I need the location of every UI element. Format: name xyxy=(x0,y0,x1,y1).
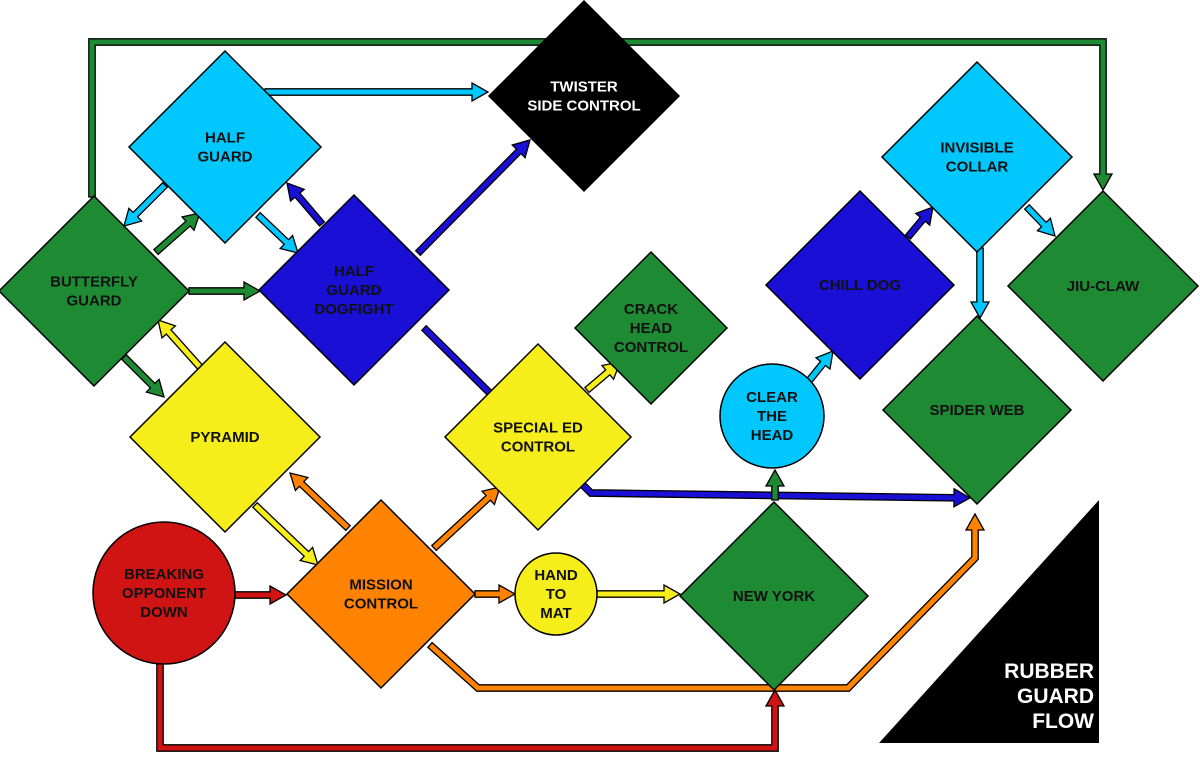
title-line: FLOW xyxy=(1032,710,1094,733)
node-label-line: INVISIBLE xyxy=(940,140,1013,157)
node-label-line: TO xyxy=(546,586,567,603)
node-hand-to-mat: HAND TO MAT xyxy=(514,552,598,636)
arrow-half-guard-dogfight-to-twister-side-control xyxy=(414,139,531,257)
node-label-line: HEAD xyxy=(751,427,794,444)
node-label-line: CONTROL xyxy=(344,596,418,613)
node-jiu-claw: JIU-CLAW xyxy=(1006,189,1200,383)
node-label-line: CLEAR xyxy=(746,389,798,406)
node-label-line: DOWN xyxy=(140,604,188,621)
node-breaking-opponent-down: BREAKING OPPONENT DOWN xyxy=(92,521,236,665)
arrow-pyramid-to-butterfly-guard xyxy=(157,319,204,371)
arrow-clear-the-head-to-chill-dog xyxy=(804,349,834,385)
node-half-guard: HALF GUARD xyxy=(127,49,323,245)
node-label-line: DOGFIGHT xyxy=(314,301,393,318)
arrow-invisible-collar-to-jiu-claw xyxy=(1023,203,1056,237)
node-spider-web: SPIDER WEB xyxy=(881,314,1073,506)
arrow-hand-to-mat-to-new-york xyxy=(596,583,682,605)
arrow-breaking-opponent-down-to-new-york xyxy=(156,663,786,752)
node-special-ed-control: SPECIAL ED CONTROL xyxy=(443,342,633,532)
title-block: RUBBER GUARD FLOW xyxy=(879,500,1099,743)
node-label-line: CRACK xyxy=(624,301,678,318)
node-shape xyxy=(514,552,598,636)
node-chill-dog: CHILL DOG xyxy=(764,189,956,381)
arrow-mission-control-to-hand-to-mat xyxy=(474,583,517,605)
node-shape xyxy=(764,189,956,381)
arrow-mission-control-to-pyramid xyxy=(289,472,352,532)
arrow-breaking-opponent-down-to-mission-control xyxy=(234,584,288,606)
node-shape xyxy=(719,363,825,469)
node-label-line: GUARD xyxy=(327,282,382,299)
arrow-half-guard-dogfight-to-half-guard xyxy=(286,181,326,228)
arrow-chill-dog-to-invisible-collar xyxy=(904,205,934,240)
node-shape xyxy=(92,521,236,665)
node-label-line: SIDE CONTROL xyxy=(527,98,640,115)
node-label-line: JIU-CLAW xyxy=(1067,278,1140,295)
title-line: GUARD xyxy=(1017,685,1094,708)
node-label-line: CONTROL xyxy=(501,439,575,456)
arrow-half-guard-to-twister-side-control xyxy=(264,81,490,103)
node-label-line: CONTROL xyxy=(614,339,688,356)
node-label-line: TWISTER xyxy=(550,79,618,96)
title-corner-triangle xyxy=(879,500,1099,743)
node-pyramid: PYRAMID xyxy=(128,340,322,534)
node-label-line: BUTTERFLY xyxy=(50,274,138,291)
arrow-new-york-to-clear-the-head xyxy=(764,468,786,501)
node-shape xyxy=(678,500,870,692)
node-label-line: PYRAMID xyxy=(190,429,259,446)
node-clear-the-head: CLEAR THE HEAD xyxy=(719,363,825,469)
node-label-line: HAND xyxy=(534,567,577,584)
node-label-line: GUARD xyxy=(198,149,253,166)
node-label-line: SPIDER WEB xyxy=(929,402,1024,419)
node-label-line: CHILL DOG xyxy=(819,277,901,294)
node-twister-side-control: TWISTER SIDE CONTROL xyxy=(487,0,681,193)
node-shape xyxy=(443,342,633,532)
node-label-line: SPECIAL ED xyxy=(493,420,583,437)
node-shape xyxy=(1006,189,1200,383)
node-invisible-collar: INVISIBLE COLLAR xyxy=(880,60,1074,254)
arrow-mission-control-to-special-ed-control xyxy=(430,486,501,552)
node-shape xyxy=(127,49,323,245)
node-label-line: MAT xyxy=(540,605,571,622)
node-half-guard-dogfight: HALF GUARD DOGFIGHT xyxy=(257,193,451,387)
node-label-line: GUARD xyxy=(67,293,122,310)
node-butterfly-guard: BUTTERFLY GUARD xyxy=(0,194,191,388)
arrow-half-guard-to-half-guard-dogfight xyxy=(254,211,299,254)
node-shape xyxy=(0,194,191,388)
node-label-line: HEAD xyxy=(630,320,673,337)
node-label-line: OPPONENT xyxy=(122,585,206,602)
arrow-butterfly-guard-to-jiu-claw xyxy=(88,38,1114,198)
arrow-butterfly-guard-to-half-guard-dogfight xyxy=(188,280,262,302)
arrow-mission-control-to-spider-web xyxy=(426,512,986,692)
node-crack-head-control: CRACK HEAD CONTROL xyxy=(573,250,729,406)
node-shape xyxy=(128,340,322,534)
nodes-layer: HALF GUARD TWISTER SIDE CONTROL BUTTERFLY GUA… xyxy=(0,0,1200,692)
arrow-butterfly-guard-to-pyramid xyxy=(120,353,165,398)
node-label-line: THE xyxy=(757,408,787,425)
node-label-line: COLLAR xyxy=(946,159,1009,176)
node-label-line: NEW YORK xyxy=(733,588,815,605)
node-shape xyxy=(881,314,1073,506)
node-mission-control: MISSION CONTROL xyxy=(285,498,477,690)
node-label-line: HALF xyxy=(334,263,374,280)
arrow-half-guard-to-butterfly-guard xyxy=(123,181,169,227)
node-label-line: HALF xyxy=(205,130,245,147)
arrow-butterfly-guard-to-half-guard xyxy=(152,212,201,256)
node-shape xyxy=(487,0,681,193)
node-shape xyxy=(285,498,477,690)
node-shape xyxy=(257,193,451,387)
node-label-line: MISSION xyxy=(349,577,412,594)
node-label-line: BREAKING xyxy=(124,566,204,583)
title-line: RUBBER xyxy=(1004,660,1094,683)
arrow-pyramid-to-mission-control xyxy=(251,501,319,566)
node-new-york: NEW YORK xyxy=(678,500,870,692)
node-shape xyxy=(880,60,1074,254)
arrow-invisible-collar-to-spider-web xyxy=(969,247,991,320)
node-shape xyxy=(573,250,729,406)
